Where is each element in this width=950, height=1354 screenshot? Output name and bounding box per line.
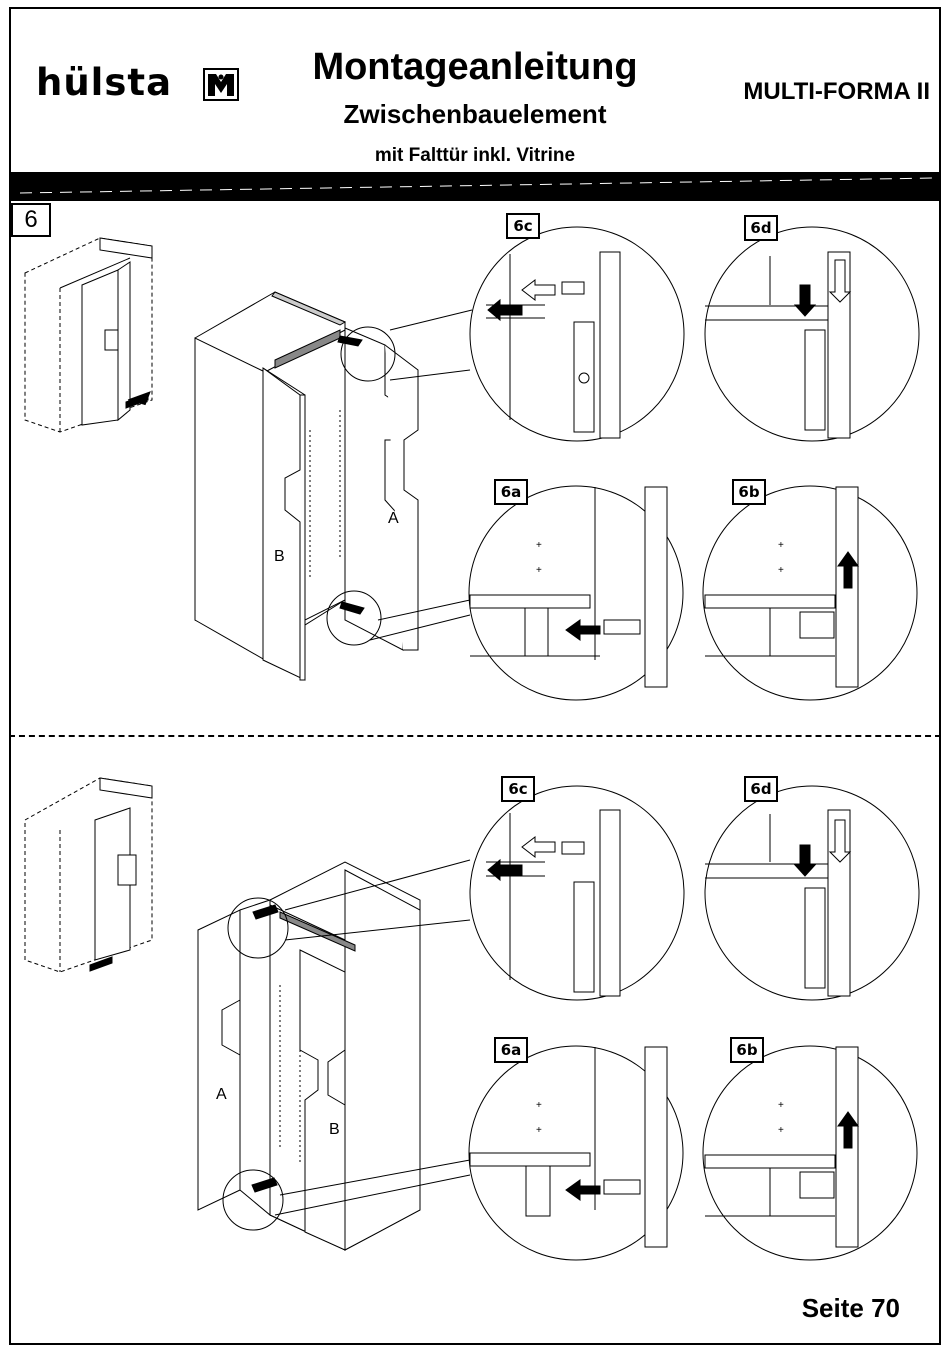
detail-6c-bottom — [470, 786, 684, 1000]
part-label-b-top: B — [274, 548, 285, 566]
svg-text:+: + — [536, 1125, 542, 1136]
overview-cabinet-bottom — [25, 778, 152, 972]
cabinet-drawing-bottom — [198, 860, 470, 1250]
detail-label-6a-bottom: 6a — [494, 1037, 528, 1063]
part-label-a-top: A — [388, 510, 399, 528]
svg-text:+: + — [778, 1100, 784, 1111]
detail-6a-top: + + — [469, 486, 683, 700]
detail-6c-top — [470, 227, 684, 441]
part-label-a-bottom: A — [216, 1086, 227, 1104]
svg-text:+: + — [536, 565, 542, 576]
cabinet-drawing-top — [195, 292, 472, 680]
detail-6b-top: + + — [703, 486, 917, 700]
svg-text:+: + — [536, 540, 542, 551]
part-label-b-bottom: B — [329, 1121, 340, 1139]
detail-6a-bottom: + + — [469, 1046, 683, 1260]
svg-text:+: + — [778, 540, 784, 551]
detail-label-6d-top: 6d — [744, 215, 778, 241]
overview-cabinet-top — [25, 238, 152, 432]
svg-text:+: + — [778, 1125, 784, 1136]
detail-6d-top — [705, 227, 919, 441]
detail-label-6d-bottom: 6d — [744, 776, 778, 802]
detail-6d-bottom — [705, 786, 919, 1000]
detail-label-6c-bottom: 6c — [501, 776, 535, 802]
svg-text:+: + — [778, 565, 784, 576]
detail-label-6a-top: 6a — [494, 479, 528, 505]
detail-label-6b-bottom: 6b — [730, 1037, 764, 1063]
page-number: Seite 70 — [760, 1293, 900, 1324]
detail-6b-bottom: + + — [703, 1046, 917, 1260]
detail-label-6b-top: 6b — [732, 479, 766, 505]
svg-text:+: + — [536, 1100, 542, 1111]
detail-label-6c-top: 6c — [506, 213, 540, 239]
